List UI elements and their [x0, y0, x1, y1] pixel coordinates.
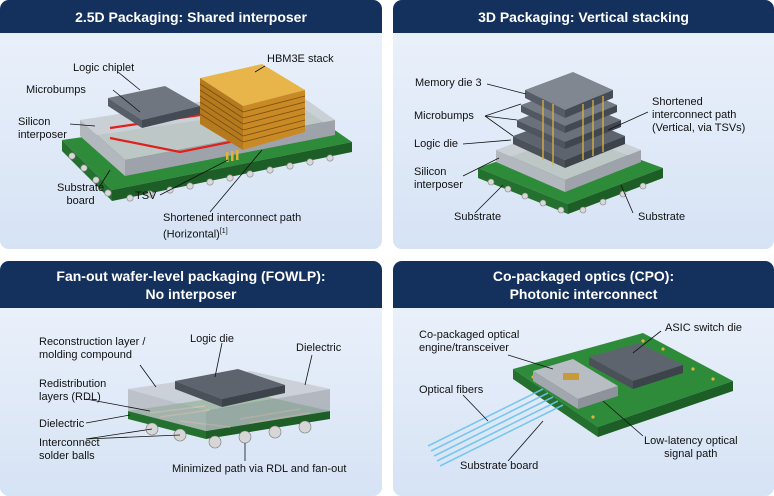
panel-fowlp: Fan-out wafer-level packaging (FOWLP):No… — [0, 261, 382, 496]
label-microbumps: Microbumps — [414, 110, 474, 122]
panel-title: 2.5D Packaging: Shared interposer — [0, 0, 382, 33]
panel-cpo: Co-packaged optics (CPO):Photonic interc… — [393, 261, 774, 496]
label-substrate-board: Substrate board — [460, 460, 539, 472]
fowlp-illustration — [85, 342, 330, 461]
label-minimized-path: Minimized path via RDL and fan-out — [172, 463, 347, 475]
label-shortened-path-horizontal: Shortened interconnect path (Horizontal)… — [163, 212, 302, 241]
label-asic-switch-die: ASIC switch die — [665, 322, 743, 334]
label-substrate-left: Substrate — [454, 211, 502, 223]
panel-2-5d-packaging: 2.5D Packaging: Shared interposer — [0, 0, 382, 249]
label-tsv: TSV — [135, 190, 157, 202]
panel-title: 3D Packaging: Vertical stacking — [393, 0, 774, 33]
panel-title: Fan-out wafer-level packaging (FOWLP):No… — [0, 261, 382, 308]
label-logic-die: Logic die — [190, 333, 235, 345]
label-memory-die-3: Memory die 3 — [415, 77, 482, 89]
label-hbm3e-stack: HBM3E stack — [267, 53, 334, 65]
label-logic-die: Logic die — [414, 138, 459, 150]
3d-package-illustration — [462, 72, 663, 214]
label-microbumps: Microbumps — [26, 84, 86, 96]
cpo-illustration — [427, 330, 733, 467]
label-reconstruction-layer: Reconstruction layer /molding compound — [39, 336, 146, 361]
label-optical-fibers: Optical fibers — [419, 384, 484, 396]
label-dielectric: Dielectric — [39, 418, 85, 430]
label-substrate-right: Substrate — [638, 211, 686, 223]
label-dielectric-top: Dielectric — [296, 342, 342, 354]
panel-title: Co-packaged optics (CPO):Photonic interc… — [393, 261, 774, 308]
label-logic-chiplet: Logic chiplet — [73, 62, 135, 74]
panel-3d-packaging: 3D Packaging: Vertical stacking — [393, 0, 774, 249]
2-5d-package-illustration — [62, 64, 352, 213]
